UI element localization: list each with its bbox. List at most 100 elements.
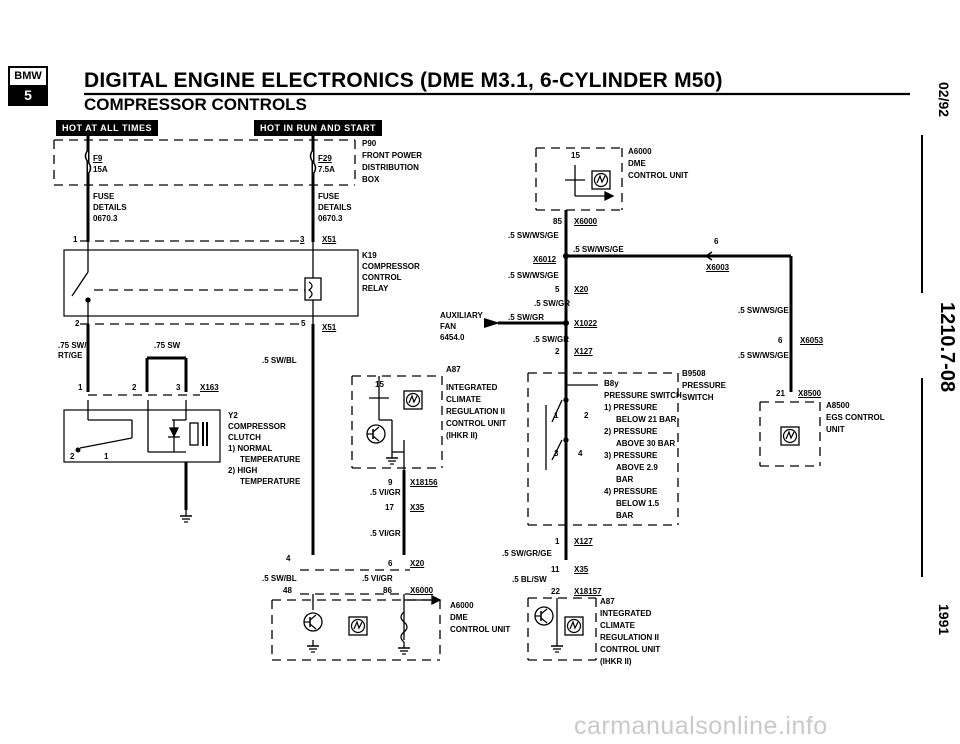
relay-x51-top: X51 xyxy=(322,235,337,244)
wire-75-sw: .75 SW xyxy=(154,341,181,350)
clutch-line2: CLUTCH xyxy=(228,433,261,442)
dme-top-x20: X20 xyxy=(574,285,589,294)
hot-at-all-times-label: HOT AT ALL TIMES xyxy=(56,120,158,136)
egs-line1: EGS CONTROL xyxy=(826,413,885,422)
relay-pin5: 5 xyxy=(301,319,306,328)
ps-line10: BELOW 1.5 xyxy=(616,499,660,508)
a87-mid-x35: X35 xyxy=(410,503,425,512)
p90-line1: FRONT POWER xyxy=(362,151,422,160)
ps-wire1: .5 SW/GR/GE xyxy=(502,549,552,558)
fuse-f9-label: F9 xyxy=(93,154,103,163)
ps-x18157: X18157 xyxy=(574,587,602,596)
dme-top-wire5: .5 SW/GR xyxy=(508,313,545,322)
fuse-details-right-3: 0670.3 xyxy=(318,214,343,223)
wire-rt-ge: RT/GE xyxy=(58,351,83,360)
a87-mid-line2: CLIMATE xyxy=(446,395,481,404)
dme-bottom-wire-bl: .5 SW/BL xyxy=(262,574,297,583)
clutch-y2: Y2 xyxy=(228,411,238,420)
dme-top-outline xyxy=(535,147,623,211)
egs-x8500: X8500 xyxy=(798,389,822,398)
clutch-switch-pin2: 2 xyxy=(70,452,75,461)
clutch-line1: COMPRESSOR xyxy=(228,422,286,431)
dme-top-x6003: X6003 xyxy=(706,263,730,272)
clutch-switch-pin1: 1 xyxy=(104,452,109,461)
ps-line9: 4) PRESSURE xyxy=(604,487,658,496)
ps-line2: 1) PRESSURE xyxy=(604,403,658,412)
dme-bottom-dme: DME xyxy=(450,613,468,622)
side-year: 1991 xyxy=(936,604,952,636)
egs-line2: UNIT xyxy=(826,425,845,434)
page-subtitle: COMPRESSOR CONTROLS xyxy=(84,95,307,114)
ps-line11: BAR xyxy=(616,511,634,520)
ps-line8: BAR xyxy=(616,475,634,484)
egs-outline xyxy=(759,401,821,467)
dme-top-wire2: .5 SW/WS/GE xyxy=(573,245,624,254)
a87-mid-label: A87 xyxy=(446,365,461,374)
ps-line1: PRESSURE SWITCH xyxy=(604,391,682,400)
ps-line5: ABOVE 30 BAR xyxy=(616,439,676,448)
ps-pin11: 11 xyxy=(551,565,560,574)
ps-b-line2: SWITCH xyxy=(682,393,714,402)
dme-top-dme: DME xyxy=(628,159,646,168)
a87-mid-line4: CONTROL UNIT xyxy=(446,419,507,428)
a87-bottom-line4: CONTROL UNIT xyxy=(600,645,661,654)
ps-wire2: .5 BL/SW xyxy=(512,575,547,584)
dme-top-cu: CONTROL UNIT xyxy=(628,171,689,180)
fuse-details-right-1: FUSE xyxy=(318,192,340,201)
dme-top-pin6: 6 xyxy=(714,237,719,246)
bmw-logo-top: BMW xyxy=(10,68,46,87)
ps-line6: 3) PRESSURE xyxy=(604,451,658,460)
bmw-logo: BMW 5 xyxy=(8,66,48,106)
aux-fan-line3: 6454.0 xyxy=(440,333,465,342)
dme-bottom-pin4: 4 xyxy=(286,554,291,563)
aux-fan-line1: AUXILIARY xyxy=(440,311,483,320)
dme-top-wire3: .5 SW/WS/GE xyxy=(508,271,559,280)
dme-top-x1022: X1022 xyxy=(574,319,598,328)
ps-pin1: 1 xyxy=(555,537,560,546)
side-page-ref: 1210.7-08 xyxy=(936,302,958,393)
dme-bottom-a6000: A6000 xyxy=(450,601,474,610)
a87-mid-wire2: .5 VI/GR xyxy=(370,529,401,538)
relay-line1: COMPRESSOR xyxy=(362,262,420,271)
a87-mid-pin17: 17 xyxy=(385,503,394,512)
p90-label: P90 xyxy=(362,139,377,148)
dme-bottom-x6000: X6000 xyxy=(410,586,434,595)
a87-bottom-label: A87 xyxy=(600,597,615,606)
dme-top-x6000: X6000 xyxy=(574,217,598,226)
p90-line3: BOX xyxy=(362,175,380,184)
fuse-f9-rating: 15A xyxy=(93,165,108,174)
dme-bottom-x20: X20 xyxy=(410,559,425,568)
aux-fan-line2: FAN xyxy=(440,322,456,331)
relay-pin3: 3 xyxy=(300,235,305,244)
a87-bottom-outline xyxy=(527,597,597,661)
relay-pin1: 1 xyxy=(73,235,78,244)
clutch-line5: 2) HIGH xyxy=(228,466,258,475)
dme-top-wire6: .5 SW/GR xyxy=(533,335,570,344)
ps-line7: ABOVE 2.9 xyxy=(616,463,658,472)
fuse-details-right-2: DETAILS xyxy=(318,203,352,212)
dme-top-pin2: 2 xyxy=(555,347,560,356)
page-title: DIGITAL ENGINE ELECTRONICS (DME M3.1, 6-… xyxy=(84,69,723,92)
relay-k19: K19 xyxy=(362,251,377,260)
ps-switch-4: 4 xyxy=(578,449,583,458)
egs-pin6: 6 xyxy=(778,336,783,345)
clutch-box xyxy=(63,409,221,463)
ps-line0: B8y xyxy=(604,379,619,388)
egs-a8500: A8500 xyxy=(826,401,850,410)
ps-pin22: 22 xyxy=(551,587,560,596)
side-date: 02/92 xyxy=(936,82,952,118)
ps-line3: BELOW 21 BAR xyxy=(616,415,677,424)
ps-switch-1: 1 xyxy=(554,411,559,420)
fuse-details-left-3: 0670.3 xyxy=(93,214,118,223)
ps-line4: 2) PRESSURE xyxy=(604,427,658,436)
wire-75-sw-rt: .75 SW/ xyxy=(58,341,87,350)
ps-x127: X127 xyxy=(574,537,593,546)
clutch-pin3: 3 xyxy=(176,383,181,392)
a87-mid-line1: INTEGRATED xyxy=(446,383,498,392)
a87-mid-pin9: 9 xyxy=(388,478,393,487)
egs-wire2: .5 SW/WS/GE xyxy=(738,351,789,360)
ps-b9508: B9508 xyxy=(682,369,706,378)
dme-top-x127: X127 xyxy=(574,347,593,356)
dme-top-pin5: 5 xyxy=(555,285,560,294)
